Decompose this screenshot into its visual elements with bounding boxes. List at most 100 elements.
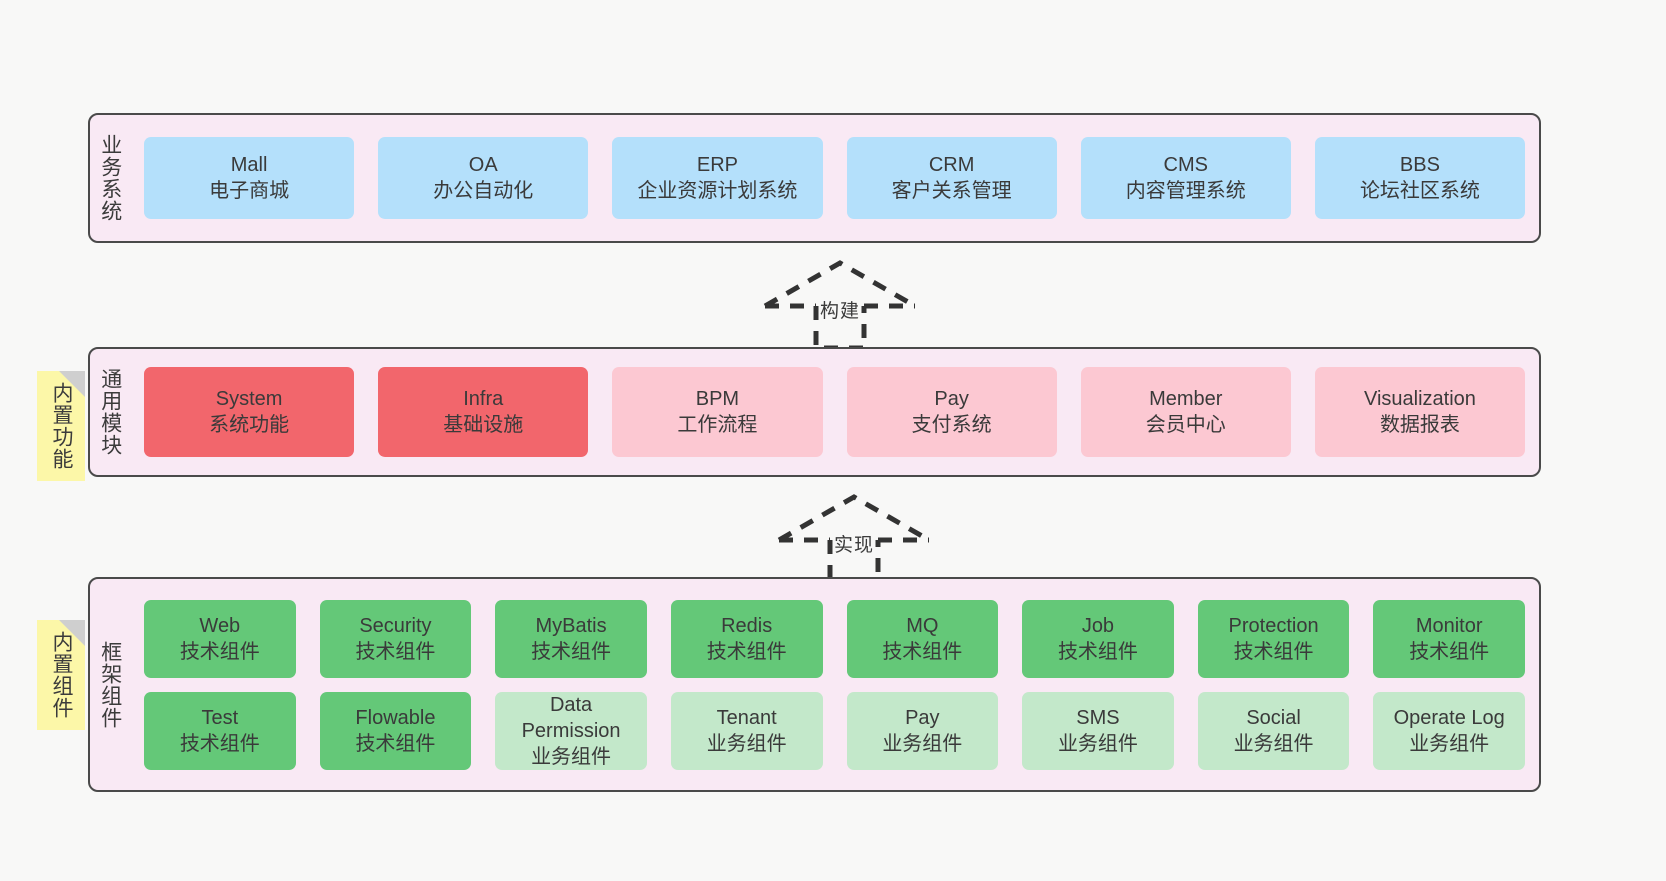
- node-system[interactable]: System 系统功能: [144, 367, 355, 457]
- node-title: Infra: [463, 388, 504, 410]
- connector-build: 构建: [760, 258, 920, 351]
- node-subtitle: 会员中心: [1145, 414, 1226, 436]
- node-title: Redis: [721, 614, 773, 637]
- node-title: Test: [201, 706, 239, 729]
- node-title: BBS: [1399, 154, 1440, 176]
- node-title: CRM: [928, 154, 975, 176]
- node-title: Member: [1149, 388, 1223, 410]
- node-title: Tenant: [716, 706, 777, 729]
- connector-implement: 实现: [774, 492, 934, 585]
- node-title: CMS: [1163, 154, 1208, 176]
- node-row: Mall 电子商城 OA 办公自动化 ERP 企业资源计划系统 CRM 客户关系…: [144, 137, 1526, 219]
- node-row: Test 技术组件 Flowable 技术组件 Data Permission …: [144, 691, 1525, 770]
- layer-title-framework-components: 框架组件: [98, 640, 122, 729]
- node-protection[interactable]: Protection 技术组件: [1197, 599, 1350, 678]
- node-subtitle: 技术组件: [179, 640, 260, 663]
- node-subtitle: 技术组件: [1057, 640, 1138, 663]
- layer-business-systems: 业务系统 Mall 电子商城 OA 办公自动化 ERP 企业资源计划系统 CRM…: [88, 113, 1541, 243]
- node-test[interactable]: Test 技术组件: [144, 691, 296, 770]
- node-title: Data Permission: [521, 693, 621, 742]
- node-operate-log[interactable]: Operate Log 业务组件: [1373, 691, 1525, 770]
- node-subtitle: 技术组件: [355, 640, 436, 663]
- node-erp[interactable]: ERP 企业资源计划系统: [612, 137, 823, 219]
- node-subtitle: 工作流程: [677, 414, 758, 436]
- node-subtitle: 技术组件: [882, 640, 963, 663]
- node-subtitle: 技术组件: [355, 732, 436, 755]
- node-title: System: [215, 388, 283, 410]
- node-subtitle: 电子商城: [209, 180, 290, 202]
- node-subtitle: 技术组件: [706, 640, 787, 663]
- node-subtitle: 基础设施: [443, 414, 524, 436]
- node-title: Job: [1081, 614, 1115, 637]
- node-row: Web 技术组件 Security 技术组件 MyBatis 技术组件 Redi…: [144, 599, 1525, 678]
- node-oa[interactable]: OA 办公自动化: [378, 137, 589, 219]
- node-monitor[interactable]: Monitor 技术组件: [1373, 599, 1525, 678]
- node-crm[interactable]: CRM 客户关系管理: [846, 137, 1057, 219]
- node-subtitle: 客户关系管理: [891, 180, 1012, 202]
- layer-body-business-systems: Mall 电子商城 OA 办公自动化 ERP 企业资源计划系统 CRM 客户关系…: [130, 115, 1539, 241]
- node-title: MyBatis: [535, 614, 607, 637]
- node-visualization[interactable]: Visualization 数据报表: [1314, 367, 1526, 457]
- connector-build-label: 构建: [819, 301, 861, 322]
- note-label: 内置组件: [49, 631, 73, 719]
- page-fold-icon: [59, 371, 85, 397]
- node-subtitle: 业务组件: [882, 732, 963, 755]
- layer-body-framework-components: Web 技术组件 Security 技术组件 MyBatis 技术组件 Redi…: [130, 579, 1539, 790]
- node-cms[interactable]: CMS 内容管理系统: [1080, 137, 1291, 219]
- node-mq[interactable]: MQ 技术组件: [846, 599, 999, 678]
- note-label: 内置功能: [49, 382, 73, 470]
- node-bbs[interactable]: BBS 论坛社区系统: [1314, 137, 1526, 219]
- node-sms[interactable]: SMS 业务组件: [1022, 691, 1174, 770]
- node-title: Flowable: [355, 706, 436, 729]
- node-title: OA: [468, 154, 498, 176]
- node-pay-component[interactable]: Pay 业务组件: [846, 691, 999, 770]
- node-subtitle: 业务组件: [531, 745, 612, 768]
- node-tenant[interactable]: Tenant 业务组件: [670, 691, 823, 770]
- node-subtitle: 企业资源计划系统: [637, 180, 798, 202]
- node-social[interactable]: Social 业务组件: [1197, 691, 1350, 770]
- node-subtitle: 支付系统: [911, 414, 992, 436]
- node-title: Protection: [1228, 614, 1319, 637]
- node-redis[interactable]: Redis 技术组件: [670, 599, 823, 678]
- node-title: Operate Log: [1393, 706, 1505, 729]
- node-subtitle: 业务组件: [1409, 732, 1490, 755]
- node-mybatis[interactable]: MyBatis 技术组件: [495, 599, 647, 678]
- note-builtin-features: 内置功能: [37, 371, 85, 481]
- node-subtitle: 业务组件: [1233, 732, 1314, 755]
- node-title: Mall: [230, 154, 268, 176]
- node-title: MQ: [906, 614, 939, 637]
- node-subtitle: 技术组件: [179, 732, 260, 755]
- layer-framework-components: 框架组件 Web 技术组件 Security 技术组件 MyBatis 技术组件…: [88, 577, 1541, 792]
- node-title: Pay: [905, 706, 940, 729]
- layer-body-common-modules: System 系统功能 Infra 基础设施 BPM 工作流程 Pay 支付系统…: [130, 349, 1539, 475]
- node-subtitle: 技术组件: [531, 640, 612, 663]
- connector-implement-label: 实现: [833, 535, 875, 556]
- node-subtitle: 内容管理系统: [1125, 180, 1246, 202]
- node-row: System 系统功能 Infra 基础设施 BPM 工作流程 Pay 支付系统…: [144, 367, 1526, 457]
- node-subtitle: 技术组件: [1409, 640, 1490, 663]
- page-fold-icon: [59, 620, 85, 646]
- node-member[interactable]: Member 会员中心: [1080, 367, 1291, 457]
- node-subtitle: 论坛社区系统: [1359, 180, 1480, 202]
- node-job[interactable]: Job 技术组件: [1022, 599, 1174, 678]
- node-subtitle: 技术组件: [1233, 640, 1314, 663]
- generalization-arrow-icon: [763, 260, 917, 351]
- node-pay[interactable]: Pay 支付系统: [846, 367, 1057, 457]
- node-title: SMS: [1076, 706, 1120, 729]
- node-title: Web: [199, 614, 241, 637]
- node-subtitle: 业务组件: [706, 732, 787, 755]
- node-security[interactable]: Security 技术组件: [319, 599, 472, 678]
- node-flowable[interactable]: Flowable 技术组件: [319, 691, 472, 770]
- node-mall[interactable]: Mall 电子商城: [144, 137, 355, 219]
- layer-common-modules: 通用模块 System 系统功能 Infra 基础设施 BPM 工作流程 Pay…: [88, 347, 1541, 477]
- node-web[interactable]: Web 技术组件: [144, 599, 296, 678]
- node-data-permission[interactable]: Data Permission 业务组件: [495, 691, 647, 770]
- node-title: ERP: [696, 154, 738, 176]
- layer-title-business-systems: 业务系统: [98, 134, 122, 222]
- node-title: Security: [359, 614, 432, 637]
- node-infra[interactable]: Infra 基础设施: [378, 367, 589, 457]
- node-bpm[interactable]: BPM 工作流程: [612, 367, 823, 457]
- node-subtitle: 数据报表: [1379, 414, 1460, 436]
- node-title: Social: [1246, 706, 1301, 729]
